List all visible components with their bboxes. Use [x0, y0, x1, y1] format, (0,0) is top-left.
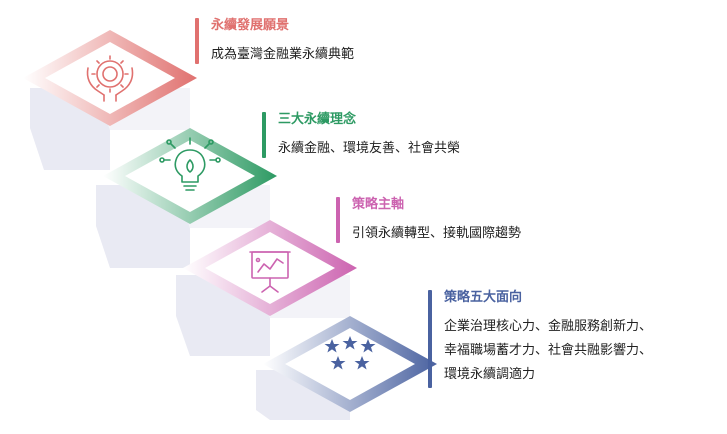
five-stars-icon: [324, 336, 376, 370]
step-4-line-3: 環境永續調適力: [444, 367, 536, 382]
step-4-text: 策略五大面向 企業治理核心力、金融服務創新力、 幸福職場蓄才力、社會共融影響力、…: [428, 290, 724, 390]
step-1-line-1: 成為臺灣金融業永續典範: [211, 47, 355, 62]
step-diamond-4: [263, 316, 437, 412]
step-4-accent-bar: [428, 290, 432, 388]
step-diamond-2: [103, 128, 277, 224]
step-1-accent-bar: [195, 18, 199, 64]
step-2-title: 三大永續理念: [278, 112, 357, 127]
step-4-title: 策略五大面向: [444, 290, 523, 305]
hands-globe-gear-icon: [86, 55, 134, 102]
step-3-accent-bar: [336, 197, 340, 243]
step-3-text: 策略主軸 引領永續轉型、接軌國際趨勢: [336, 197, 636, 247]
step-2-accent-bar: [262, 112, 266, 158]
step-1-title: 永續發展願景: [211, 18, 290, 33]
lightbulb-leaf-icon: [159, 137, 221, 191]
step-4-line-2: 幸福職場蓄才力、社會共融影響力、: [444, 343, 653, 358]
step-3-title: 策略主軸: [352, 197, 405, 212]
step-3-line-1: 引領永續轉型、接軌國際趨勢: [352, 226, 522, 241]
strategy-board-icon: [249, 251, 291, 293]
step-2-line-1: 永續金融、環境友善、社會共榮: [278, 141, 461, 156]
step-4-line-1: 企業治理核心力、金融服務創新力、: [444, 319, 653, 334]
step-diamond-1: [23, 30, 197, 126]
step-2-text: 三大永續理念 永續金融、環境友善、社會共榮: [262, 112, 562, 162]
step-1-text: 永續發展願景 成為臺灣金融業永續典範: [195, 18, 435, 68]
